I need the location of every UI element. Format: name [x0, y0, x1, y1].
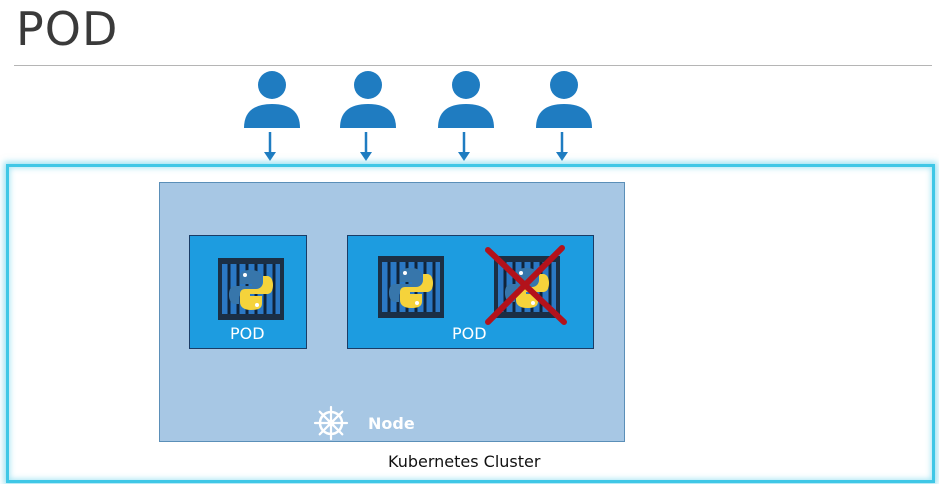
user-2	[338, 70, 398, 162]
remove-cross-icon	[482, 244, 570, 328]
user-icon	[536, 71, 592, 161]
user-3	[436, 70, 496, 162]
pod-label: POD	[230, 324, 265, 343]
container-python	[378, 256, 444, 318]
user-icon	[340, 71, 396, 161]
container-python	[218, 258, 284, 320]
slide-title: POD	[16, 2, 119, 56]
user-icon	[438, 71, 494, 161]
user-icon	[244, 71, 300, 161]
user-1	[242, 70, 302, 162]
cluster-label: Kubernetes Cluster	[388, 452, 541, 471]
title-divider	[14, 65, 932, 66]
pod-1: POD	[189, 235, 307, 349]
user-4	[534, 70, 594, 162]
kubernetes-helm-icon	[313, 405, 349, 441]
pod-label: POD	[452, 324, 487, 343]
python-icon	[378, 256, 444, 318]
python-icon	[218, 258, 284, 320]
node-label: Node	[368, 414, 415, 433]
